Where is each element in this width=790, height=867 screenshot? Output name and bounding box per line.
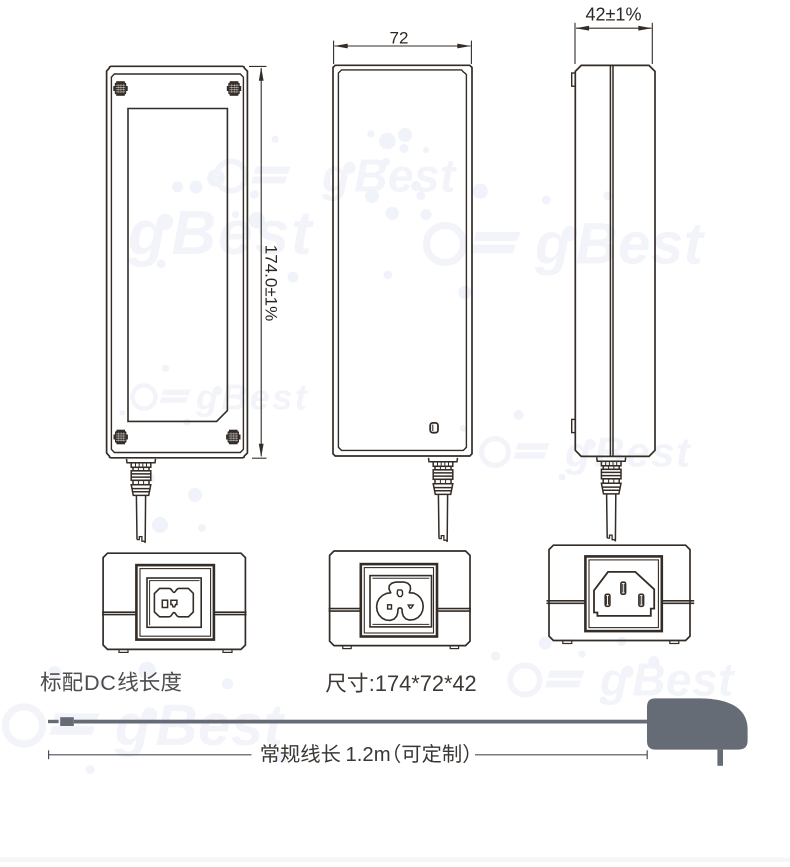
svg-text:g: g <box>127 199 166 268</box>
svg-text:Best: Best <box>171 199 314 268</box>
svg-text:Best: Best <box>576 212 706 277</box>
svg-text:g: g <box>195 376 218 417</box>
svg-text:DC: DC <box>84 670 116 695</box>
svg-text:g: g <box>114 693 150 758</box>
svg-text:174.0±1%: 174.0±1% <box>262 245 281 321</box>
svg-text:42±1%: 42±1% <box>586 5 642 25</box>
svg-text:Best: Best <box>632 654 735 706</box>
svg-text:g: g <box>321 150 350 202</box>
svg-text::174*72*42: :174*72*42 <box>369 671 477 696</box>
svg-text:1.2m: 1.2m <box>346 744 391 766</box>
svg-text:g: g <box>534 212 570 277</box>
svg-text:72: 72 <box>390 28 409 47</box>
svg-text:Best: Best <box>221 376 309 417</box>
